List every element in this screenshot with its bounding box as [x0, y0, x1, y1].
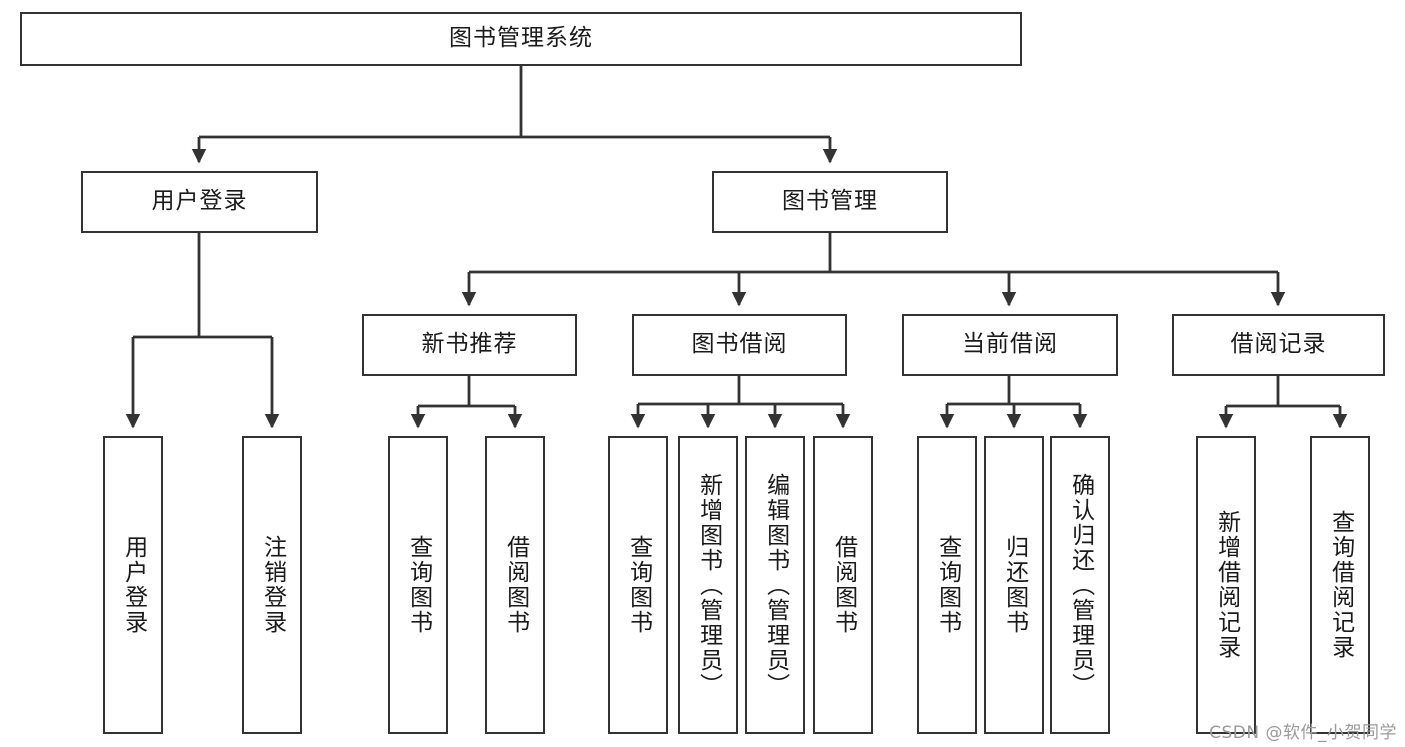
node-leaf-borrow-book-rec[interactable]: 借阅图书 [485, 436, 545, 734]
node-leaf-query-book-rec-label: 查询图书 [405, 535, 432, 635]
node-leaf-query-book-borrow-label: 查询图书 [625, 535, 652, 635]
node-leaf-borrow-book[interactable]: 借阅图书 [813, 436, 873, 734]
node-borrow-record[interactable]: 借阅记录 [1172, 314, 1385, 376]
node-leaf-logout-label: 注销登录 [259, 535, 286, 635]
csdn-watermark: CSDN @软件_小贺同学 [1209, 723, 1397, 743]
node-leaf-query-book-cur-label: 查询图书 [934, 535, 961, 635]
node-leaf-add-borrow-record-label: 新增借阅记录 [1213, 510, 1240, 660]
node-root-label: 图书管理系统 [449, 25, 593, 52]
node-leaf-user-login-label: 用户登录 [120, 535, 147, 635]
node-book-manage-label: 图书管理 [782, 188, 878, 215]
node-leaf-logout[interactable]: 注销登录 [242, 436, 302, 734]
node-user-login[interactable]: 用户登录 [81, 171, 318, 233]
node-leaf-edit-book-label: 编辑图书（管理员） [762, 472, 789, 698]
node-leaf-return-book-label: 归还图书 [1001, 535, 1028, 635]
node-leaf-user-login[interactable]: 用户登录 [103, 436, 163, 734]
node-book-borrow-label: 图书借阅 [691, 331, 788, 358]
node-leaf-return-book[interactable]: 归还图书 [984, 436, 1044, 734]
node-leaf-edit-book[interactable]: 编辑图书（管理员） [745, 436, 805, 734]
node-root[interactable]: 图书管理系统 [20, 12, 1022, 66]
node-leaf-query-book-rec[interactable]: 查询图书 [388, 436, 448, 734]
node-leaf-borrow-book-rec-label: 借阅图书 [502, 535, 529, 635]
node-leaf-add-borrow-record[interactable]: 新增借阅记录 [1196, 436, 1256, 734]
node-leaf-add-book-label: 新增图书（管理员） [695, 472, 722, 698]
node-leaf-confirm-return[interactable]: 确认归还（管理员） [1050, 436, 1110, 734]
node-leaf-query-book-borrow[interactable]: 查询图书 [608, 436, 668, 734]
node-user-login-label: 用户登录 [151, 188, 248, 215]
node-leaf-query-borrow-record-label: 查询借阅记录 [1327, 510, 1354, 660]
node-current-borrow-label: 当前借阅 [962, 331, 1058, 358]
node-current-borrow[interactable]: 当前借阅 [902, 314, 1118, 376]
node-new-book-rec-label: 新书推荐 [421, 331, 518, 358]
node-leaf-query-borrow-record[interactable]: 查询借阅记录 [1310, 436, 1370, 734]
node-leaf-confirm-return-label: 确认归还（管理员） [1067, 472, 1094, 698]
node-new-book-rec[interactable]: 新书推荐 [362, 314, 577, 376]
node-leaf-add-book[interactable]: 新增图书（管理员） [678, 436, 738, 734]
node-book-borrow[interactable]: 图书借阅 [632, 314, 847, 376]
node-leaf-query-book-cur[interactable]: 查询图书 [917, 436, 977, 734]
node-book-manage[interactable]: 图书管理 [712, 171, 948, 233]
node-leaf-borrow-book-label: 借阅图书 [830, 535, 857, 635]
node-borrow-record-label: 借阅记录 [1230, 331, 1327, 358]
